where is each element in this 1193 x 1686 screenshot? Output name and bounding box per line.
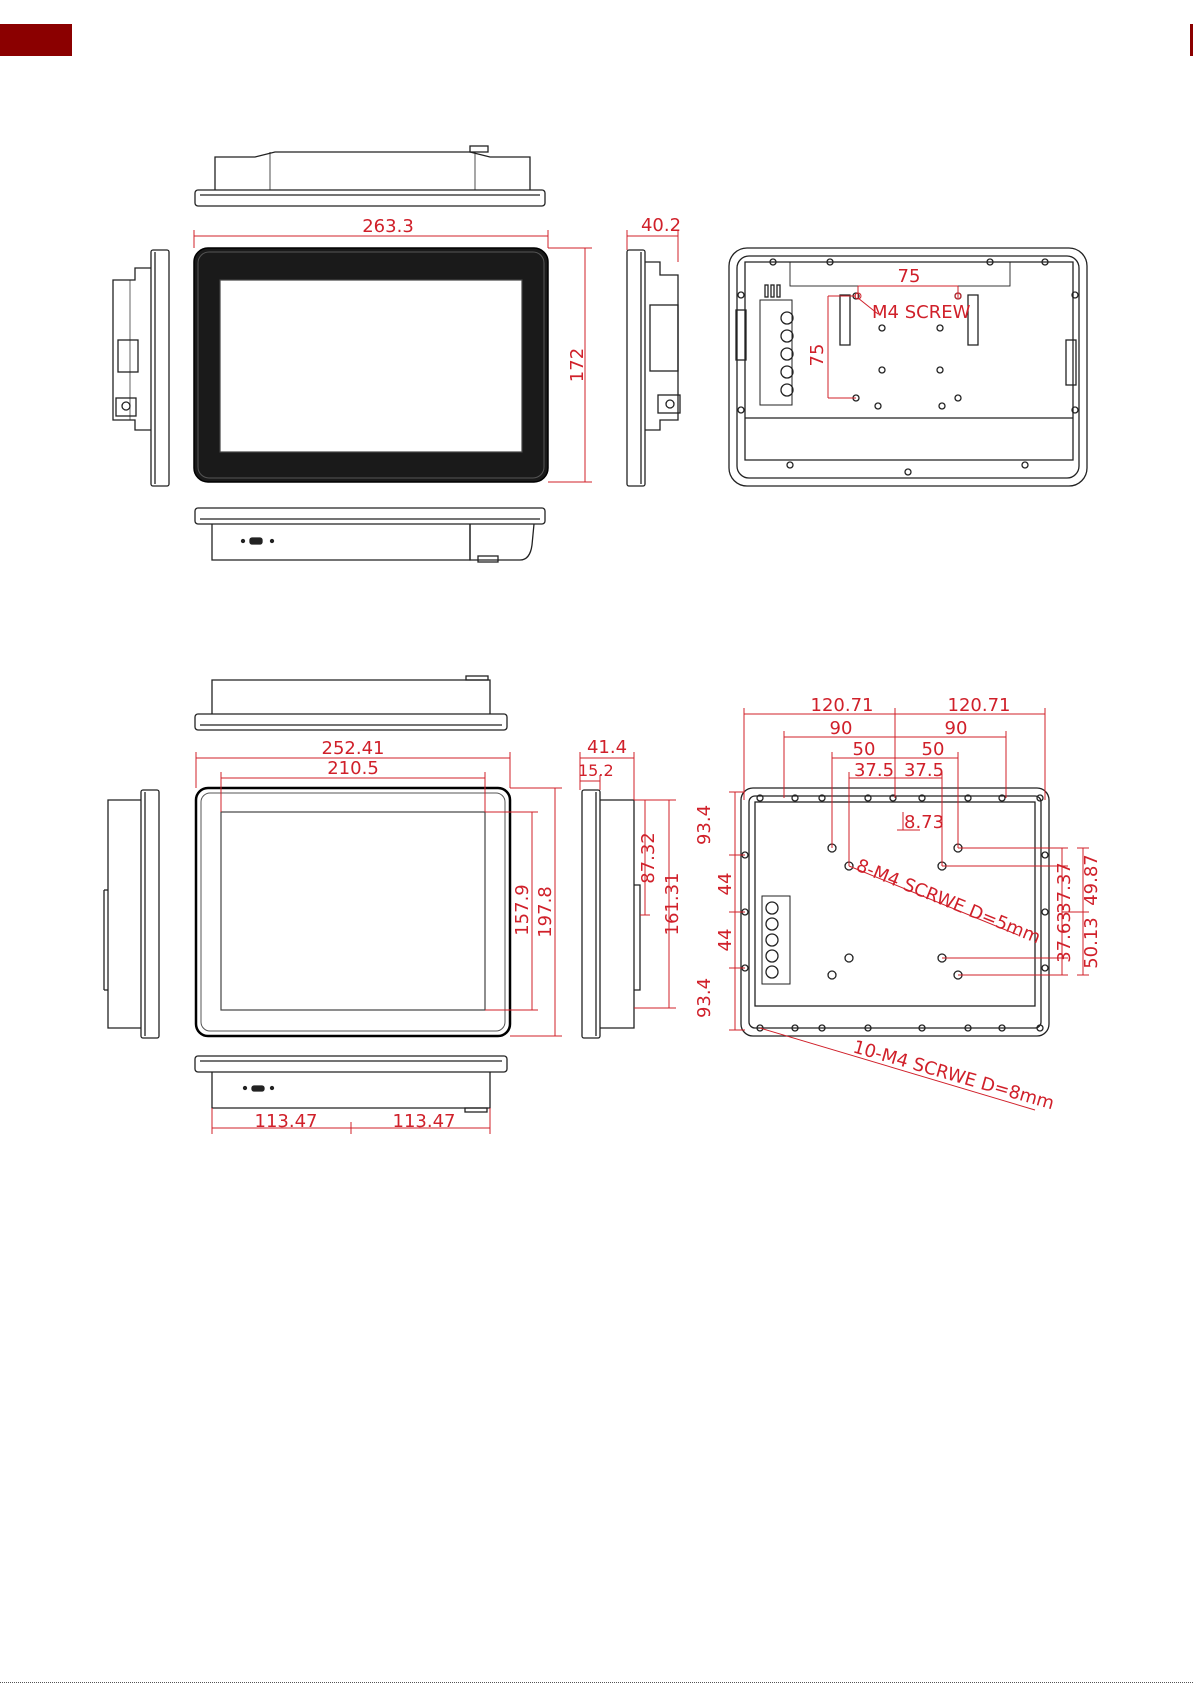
dim-rear-90-right: 90 <box>945 718 968 739</box>
dim-depth: 41.4 <box>587 737 627 758</box>
bottom-front-view <box>196 788 510 1036</box>
bottom-top-view <box>195 676 507 730</box>
dim-rear-90-left: 90 <box>830 718 853 739</box>
dim-rear-left-top: 93.4 <box>694 805 715 845</box>
page-footer-rule <box>0 1682 1193 1683</box>
dim-rear-left-bottom: 93.4 <box>694 978 715 1018</box>
top-screw-note: M4 SCREW <box>872 302 971 323</box>
right-side-view <box>627 250 680 486</box>
dim-bottom-left: 113.47 <box>255 1111 318 1132</box>
top-drawing: 263.3 172 40.2 75 75 M4 SCREW <box>113 146 1087 562</box>
dim-rear-right-d: 50.13 <box>1081 917 1102 969</box>
dim-screen-height: 157.9 <box>512 884 533 936</box>
dim-outer-width: 252.41 <box>322 738 385 759</box>
dim-screen-width: 210.5 <box>327 758 379 779</box>
front-view <box>194 248 548 482</box>
dim-rear-375-right: 37.5 <box>904 760 944 781</box>
dim-rear-left-mid2: 44 <box>715 929 736 952</box>
dim-rear-right-a: 37.37 <box>1054 862 1075 914</box>
dim-top-vesa-h: 75 <box>898 266 921 287</box>
dim-bezel-depth: 15.2 <box>578 761 614 780</box>
screw-note-inner: 8-M4 SCRWE D=5mm <box>853 855 1043 948</box>
bottom-right-side-view <box>582 790 640 1038</box>
dim-outer-height: 197.8 <box>535 886 556 938</box>
dim-side-total: 161.31 <box>662 873 683 936</box>
bottom-drawing: 252.41 210.5 157.9 197.8 41.4 15.2 87.32… <box>104 676 1102 1134</box>
left-side-view <box>113 250 169 486</box>
top-view-upper <box>195 146 545 206</box>
dim-rear-375-left: 37.5 <box>854 760 894 781</box>
dim-top-vesa-v: 75 <box>807 344 828 367</box>
bottom-left-side-view <box>104 790 159 1038</box>
dim-bottom-right: 113.47 <box>393 1111 456 1132</box>
dim-rear-50-right: 50 <box>922 739 945 760</box>
screw-note-outer: 10-M4 SCRWE D=8mm <box>851 1037 1057 1115</box>
bottom-bottom-view <box>195 1056 507 1112</box>
dim-rear-left-mid1: 44 <box>715 873 736 896</box>
dim-rear-right-b: 37.63 <box>1054 911 1075 963</box>
dim-rear-top-left: 120.71 <box>811 695 874 716</box>
dim-rear-right-c: 49.87 <box>1081 854 1102 906</box>
dim-rear-top-right: 120.71 <box>948 695 1011 716</box>
dim-top-width: 263.3 <box>362 216 414 237</box>
dim-side-upper: 87.32 <box>638 832 659 884</box>
dim-rear-50-left: 50 <box>853 739 876 760</box>
bottom-view-lower <box>195 508 545 562</box>
dim-top-depth: 40.2 <box>641 215 681 236</box>
dim-rear-offset: 8.73 <box>904 812 944 833</box>
dim-top-height: 172 <box>567 348 588 382</box>
